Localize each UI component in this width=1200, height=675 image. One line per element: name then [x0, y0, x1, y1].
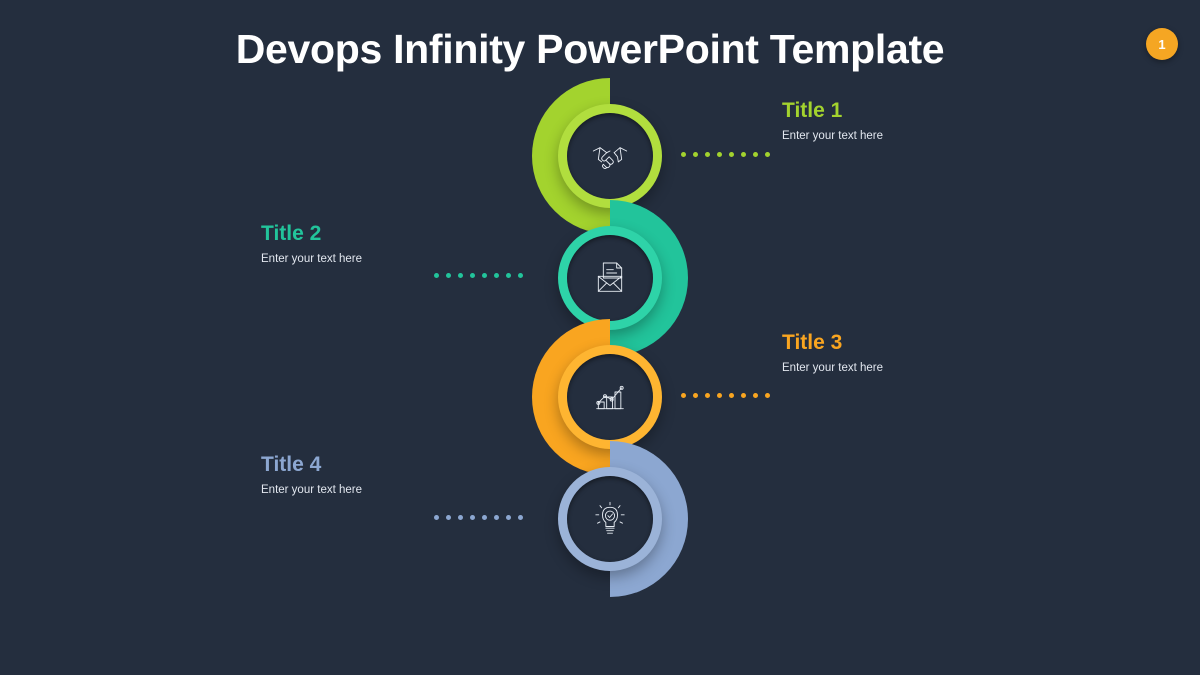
item-title-4: Title 4 [261, 453, 322, 476]
connector-dot [518, 273, 523, 278]
item-body-4: Enter your text here [261, 484, 362, 496]
connector-dot [506, 515, 511, 520]
lightbulb-check-icon [595, 501, 625, 534]
item-text-3: Title 3 Enter your text here [782, 331, 883, 374]
connector-dot [729, 152, 734, 157]
envelope-document-icon [597, 262, 623, 292]
connector-dot [494, 515, 499, 520]
page-number-badge: 1 [1146, 28, 1178, 60]
connector-dots-2 [434, 273, 523, 278]
connector-dot [458, 273, 463, 278]
connector-dot [693, 393, 698, 398]
connector-dots-3 [681, 393, 770, 398]
connector-dot [458, 515, 463, 520]
connector-dot [693, 152, 698, 157]
icon-circle-2 [567, 235, 653, 321]
connector-dot [470, 515, 475, 520]
icon-circle-3 [567, 354, 653, 440]
item-title-3: Title 3 [782, 331, 843, 354]
connector-dot [494, 273, 499, 278]
item-text-4: Title 4 Enter your text here [261, 453, 362, 496]
connector-dot [765, 393, 770, 398]
connector-dot [681, 393, 686, 398]
connector-dot [482, 273, 487, 278]
icon-circle-4 [567, 476, 653, 562]
connector-dots-1 [681, 152, 770, 157]
connector-dot [705, 152, 710, 157]
item-body-3: Enter your text here [782, 362, 883, 374]
connector-dot [506, 273, 511, 278]
connector-dot [681, 152, 686, 157]
connector-dot [446, 273, 451, 278]
handshake-icon [592, 147, 628, 169]
item-body-2: Enter your text here [261, 253, 362, 265]
connector-dot [729, 393, 734, 398]
item-title-2: Title 2 [261, 222, 322, 245]
connector-dot [741, 393, 746, 398]
connector-dot [518, 515, 523, 520]
connector-dot [434, 273, 439, 278]
connector-dot [434, 515, 439, 520]
item-text-1: Title 1 Enter your text here [782, 99, 883, 142]
connector-dot [765, 152, 770, 157]
connector-dot [741, 152, 746, 157]
connector-dot [470, 273, 475, 278]
connector-dot [482, 515, 487, 520]
connector-dot [446, 515, 451, 520]
connector-dot [753, 393, 758, 398]
connector-dot [717, 393, 722, 398]
connector-dot [705, 393, 710, 398]
item-text-2: Title 2 Enter your text here [261, 222, 362, 265]
page-title: Devops Infinity PowerPoint Template [235, 26, 945, 72]
connector-dot [717, 152, 722, 157]
icon-circle-1 [567, 113, 653, 199]
bar-chart-growth-icon [596, 385, 624, 410]
connector-dots-4 [434, 515, 523, 520]
connector-dot [753, 152, 758, 157]
item-body-1: Enter your text here [782, 130, 883, 142]
item-title-1: Title 1 [782, 99, 843, 122]
